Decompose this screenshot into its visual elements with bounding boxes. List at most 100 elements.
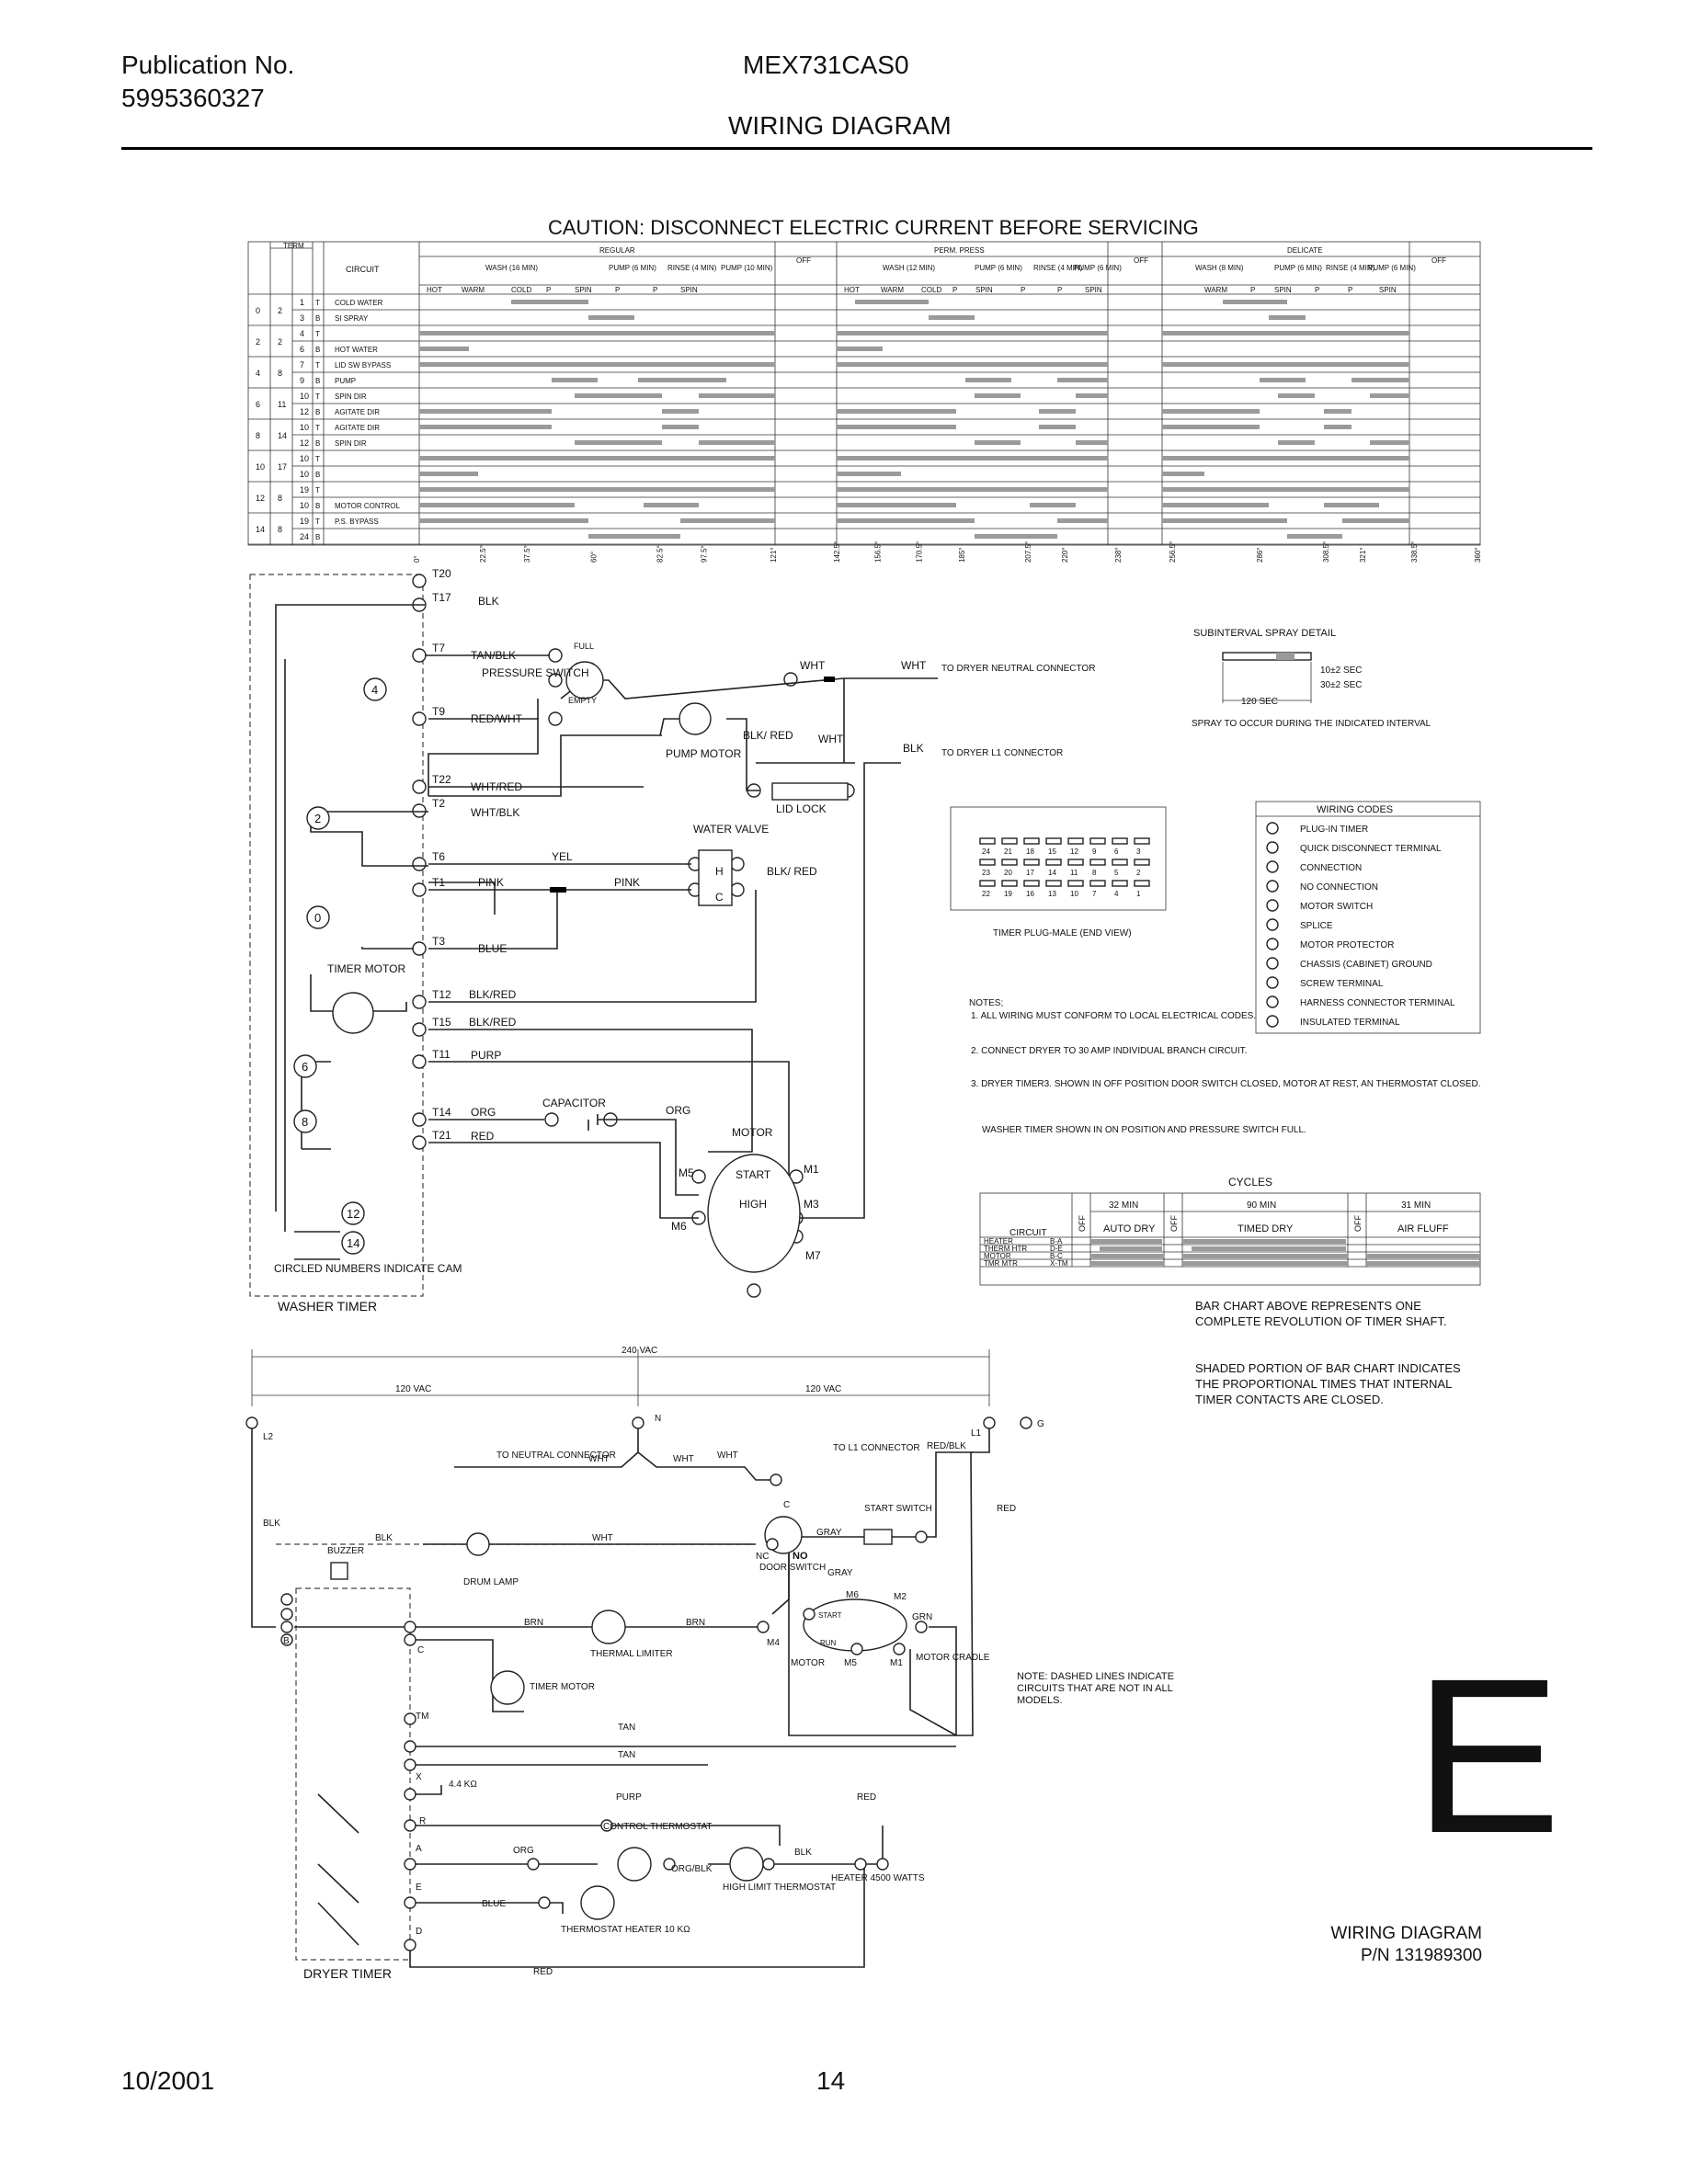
degree-tick: 238° xyxy=(1114,547,1123,563)
sub-perm: SPIN xyxy=(1085,286,1102,294)
wire-wht-3: WHT xyxy=(818,733,844,745)
cycles-row-code: D-E xyxy=(1050,1245,1063,1253)
plug-pin-number: 19 xyxy=(1004,890,1012,898)
dr-m4: M4 xyxy=(767,1638,780,1648)
washer-terminal-label: T22 xyxy=(432,773,451,786)
to-dryer-neutral: TO DRYER NEUTRAL CONNECTOR xyxy=(941,664,1095,674)
cycles-row-name: MOTOR xyxy=(984,1252,1011,1260)
cam-bar xyxy=(552,378,598,382)
sub-delicate: P xyxy=(1315,286,1319,294)
code-symbol xyxy=(1266,938,1279,950)
plug-pin xyxy=(1067,880,1084,887)
row-circuit: AGITATE DIR xyxy=(335,408,380,416)
span-90: 90 MIN xyxy=(1247,1200,1276,1211)
caution-text: CAUTION: DISCONNECT ELECTRIC CURRENT BEF… xyxy=(548,216,1199,239)
row-fixed: 4 xyxy=(300,329,304,338)
plug-pin xyxy=(1134,880,1150,887)
row-fixed: 10 xyxy=(300,470,309,479)
publication-label: Publication No. xyxy=(121,51,295,79)
cam-bar xyxy=(1162,518,1287,523)
dryer-terminal xyxy=(404,1939,416,1951)
quick-disconnect xyxy=(854,1858,867,1871)
sub-delicate: P xyxy=(1348,286,1352,294)
cam-bar xyxy=(1324,503,1379,507)
sub-perm: HOT xyxy=(844,286,860,294)
cam-bar xyxy=(1162,503,1269,507)
degree-tick: 185° xyxy=(958,547,966,563)
plug-pin xyxy=(1067,859,1084,866)
cycles-row-code: X-TM xyxy=(1050,1259,1068,1268)
row-contact: B xyxy=(315,314,320,323)
quick-disconnect xyxy=(915,1530,928,1543)
capacitor-label: CAPACITOR xyxy=(542,1097,606,1109)
wire-org-2: ORG xyxy=(666,1104,690,1117)
cam-bar xyxy=(1278,393,1315,398)
cam-bar xyxy=(1352,378,1409,382)
cam-chart: TERM CIRCUIT REGULAR PERM. PRESS DELICAT… xyxy=(247,241,1482,563)
code-item: SCREW TERMINAL xyxy=(1300,979,1384,989)
row-fixed: 10 xyxy=(300,501,309,510)
cam-bar xyxy=(837,518,975,523)
cam-bar xyxy=(419,425,552,429)
cam-bar xyxy=(644,503,699,507)
dr-m5: M5 xyxy=(844,1658,857,1668)
wire-wht-2: WHT xyxy=(901,659,927,672)
dr-wire-blk-2: BLK xyxy=(375,1533,393,1543)
cam-bar xyxy=(929,315,975,320)
sub-regular: SPIN xyxy=(680,286,698,294)
cam-bar xyxy=(1057,518,1108,523)
code-item: CHASSIS (CABINET) GROUND xyxy=(1300,960,1432,970)
code-symbol xyxy=(1266,957,1279,970)
code-item: SPLICE xyxy=(1300,921,1333,931)
cam-bar xyxy=(1162,487,1409,492)
dryer-terminal xyxy=(404,1819,416,1832)
span-31: 31 MIN xyxy=(1401,1200,1431,1211)
cam-bar xyxy=(1162,425,1260,429)
plug-pin xyxy=(979,837,996,845)
sub-perm: WARM xyxy=(881,286,904,294)
cycles-row-name: HEATER xyxy=(984,1237,1013,1246)
wiring-codes-title: WIRING CODES xyxy=(1317,804,1393,815)
washer-terminal-label: T12 xyxy=(432,988,451,1001)
cycles-title: CYCLES xyxy=(1228,1176,1272,1189)
washer-terminal xyxy=(412,1022,427,1037)
notes: NOTES; 1. ALL WIRING MUST CONFORM TO LOC… xyxy=(969,998,1481,1135)
plug-pin xyxy=(1089,880,1106,887)
cam-circle xyxy=(306,905,330,929)
cam-bar xyxy=(1162,331,1409,336)
cycles-row-name: THERM HTR xyxy=(984,1245,1027,1253)
cam-bar xyxy=(1162,456,1409,461)
empty-label: EMPTY xyxy=(568,696,597,705)
plug-pin-number: 18 xyxy=(1026,847,1034,856)
plug-pin-number: 10 xyxy=(1070,890,1078,898)
dr-control-thermostat: CONTROL THERMOSTAT xyxy=(603,1822,713,1832)
row-active: 17 xyxy=(278,462,287,472)
code-symbol xyxy=(1266,822,1279,835)
plug-pin-number: 14 xyxy=(1048,869,1056,877)
row-fixed: 10 xyxy=(300,392,309,401)
quick-disconnect xyxy=(280,1633,293,1646)
quick-disconnect xyxy=(548,711,563,726)
wire-tan-blk: TAN/BLK xyxy=(471,649,516,662)
full-label: FULL xyxy=(574,642,594,651)
dr-door-switch: DOOR SWITCH xyxy=(759,1563,826,1573)
off-label-2: OFF xyxy=(1134,256,1148,265)
cam-bar xyxy=(1162,472,1204,476)
quick-disconnect xyxy=(548,648,563,663)
dr-run: RUN xyxy=(820,1639,837,1647)
degree-tick: 321° xyxy=(1359,547,1367,563)
degree-tick: 121° xyxy=(770,547,778,563)
cam-bar xyxy=(419,347,469,351)
wire-red-wht: RED/WHT xyxy=(471,712,523,725)
dr-wire-gray-2: GRAY xyxy=(827,1568,853,1578)
dr-wire-red-blk: RED/BLK xyxy=(927,1441,966,1451)
degree-tick: 338.5° xyxy=(1410,541,1419,563)
washer-terminal xyxy=(412,1054,427,1069)
plug-pin-number: 3 xyxy=(1136,847,1141,856)
reg-rinse: RINSE (4 MIN) xyxy=(667,264,717,272)
code-item: MOTOR PROTECTOR xyxy=(1300,940,1394,950)
cam-bar xyxy=(1057,378,1108,382)
